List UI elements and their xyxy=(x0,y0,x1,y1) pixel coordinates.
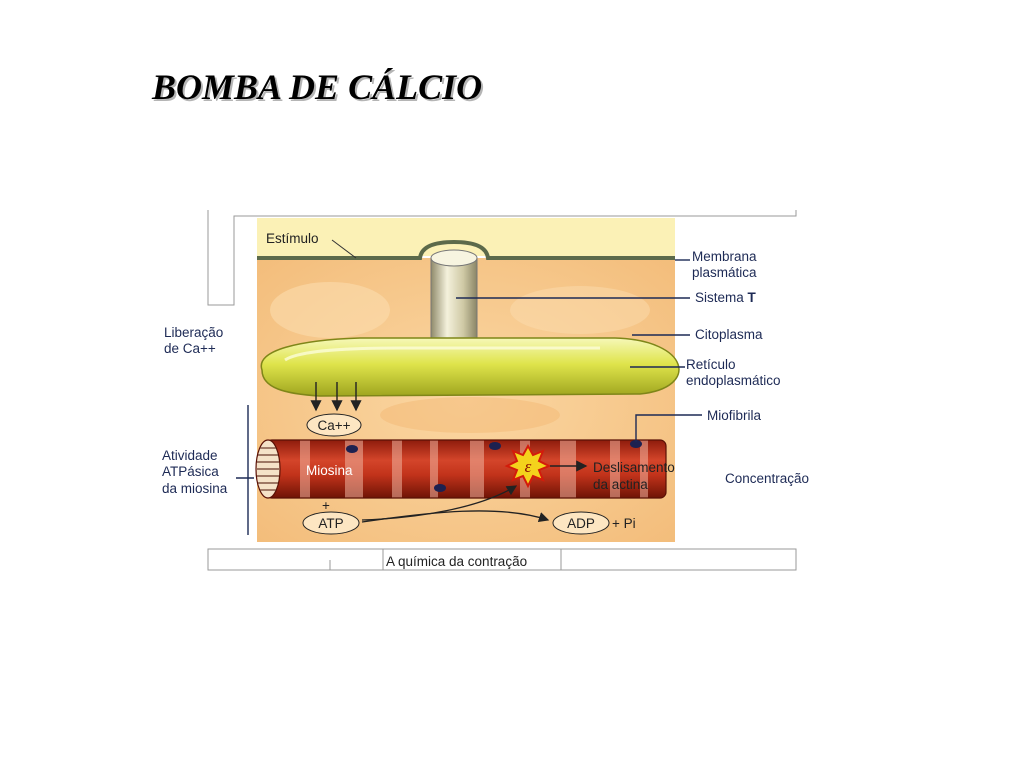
plus-sign: + xyxy=(322,498,330,513)
miofibrila-label: Miofibrila xyxy=(707,408,762,423)
estimulo-label: Estímulo xyxy=(266,231,319,246)
liberacao-label-1: Liberação xyxy=(164,325,223,340)
miosina-label: Miosina xyxy=(306,463,353,478)
liberacao-label-2: de Ca++ xyxy=(164,341,216,356)
reticulo-label-2: endoplasmático xyxy=(686,373,781,388)
pi-label: + Pi xyxy=(612,516,636,531)
calcium-ion-label: Ca++ xyxy=(317,418,350,433)
atividade-label-2: ATPásica xyxy=(162,464,219,479)
membrana-label-2: plasmática xyxy=(692,265,757,280)
atividade-label-1: Atividade xyxy=(162,448,218,463)
energy-symbol: ε xyxy=(525,457,532,476)
sarcoplasmic-reticulum xyxy=(261,338,679,396)
adp-label: ADP xyxy=(567,516,595,531)
left-labels: Liberação de Ca++ Atividade ATPásica da … xyxy=(162,325,254,535)
energy-burst-icon: ε xyxy=(507,446,549,486)
atividade-label-3: da miosina xyxy=(162,481,228,496)
membrana-label-1: Membrana xyxy=(692,249,757,264)
deslizamento-line-1: Deslisamento xyxy=(593,460,675,475)
reticulo-label-1: Retículo xyxy=(686,357,736,372)
deslizamento-line-2: da actina xyxy=(593,477,648,492)
caption: A química da contração xyxy=(386,554,527,569)
concentracao-label: Concentração xyxy=(725,471,809,486)
sistema-t-label: Sistema T xyxy=(695,290,757,305)
citoplasma-label: Citoplasma xyxy=(695,327,763,342)
extracellular-space xyxy=(257,218,675,256)
atp-label: ATP xyxy=(318,516,343,531)
